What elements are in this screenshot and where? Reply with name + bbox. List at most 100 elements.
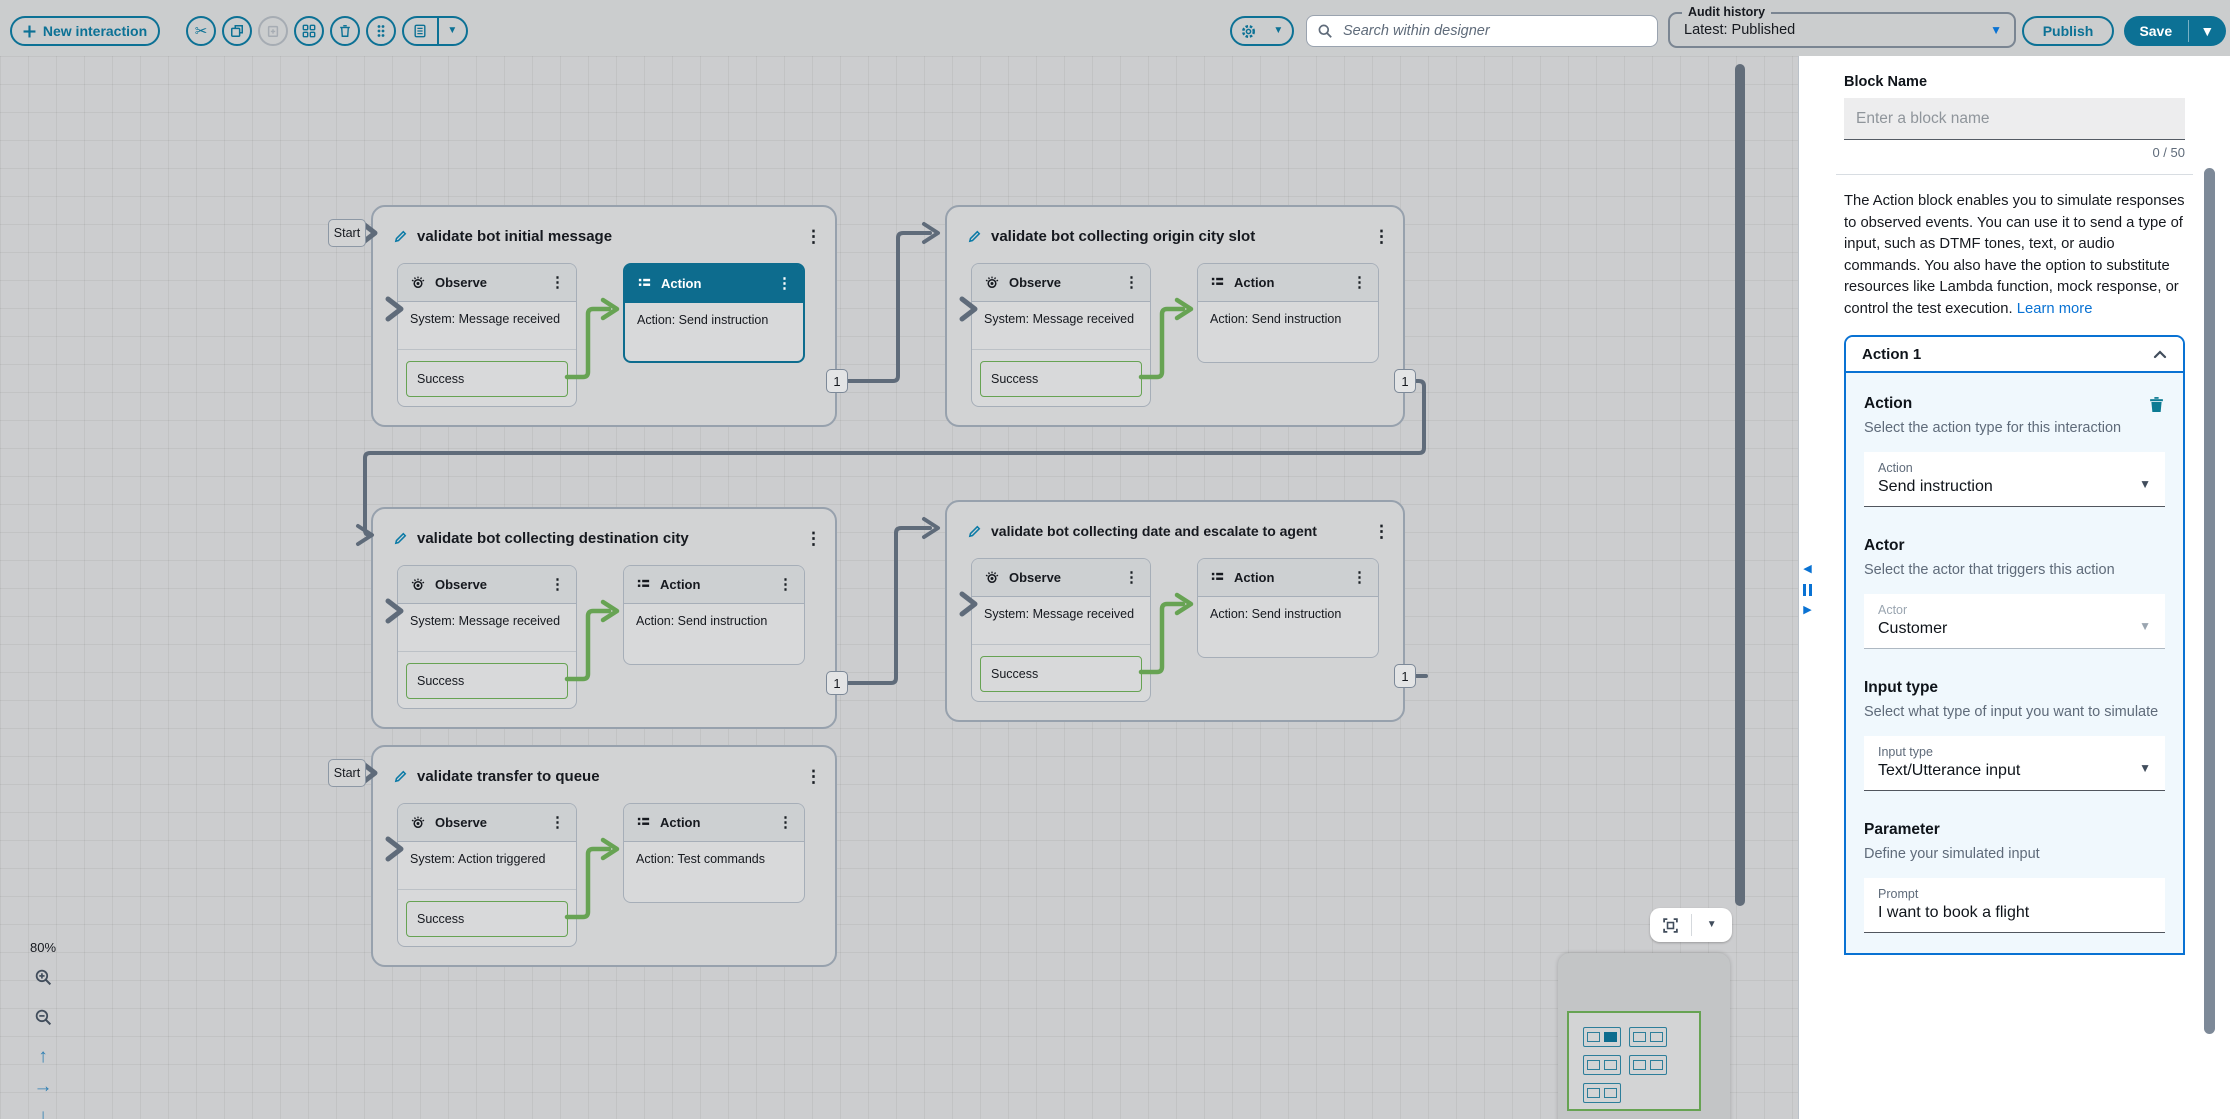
observe-subblock[interactable]: Observe ⋮ System: Message received Succe… (971, 558, 1151, 702)
panel-resize-control[interactable]: ◀ ▶ (1803, 564, 1812, 616)
fit-view-caret-icon[interactable]: ▼ (1706, 919, 1717, 930)
copy-icon (230, 24, 244, 38)
block-title: validate bot collecting destination city (417, 529, 689, 547)
observe-subblock[interactable]: Observe ⋮ System: Action triggered Succe… (397, 803, 577, 947)
publish-button[interactable]: Publish (2022, 16, 2114, 46)
audit-history-value: Latest: Published (1684, 22, 1796, 38)
block-name-input[interactable] (1844, 98, 2185, 140)
block-menu-icon[interactable]: ⋮ (805, 766, 822, 786)
connection-count-badge[interactable]: 1 (826, 671, 848, 695)
observe-subblock[interactable]: Observe ⋮ System: Message received Succe… (397, 263, 577, 407)
observe-subblock[interactable]: Observe ⋮ System: Message received Succe… (397, 565, 577, 709)
action-menu-icon[interactable]: ⋮ (1352, 569, 1367, 586)
edit-icon (967, 229, 982, 244)
collapse-left-icon[interactable]: ◀ (1803, 563, 1812, 575)
designer-search[interactable] (1306, 15, 1658, 47)
parameter-section-title: Parameter (1864, 821, 1940, 838)
minimap-viewport[interactable] (1567, 1011, 1701, 1111)
block-title: validate transfer to queue (417, 767, 600, 785)
zoom-out-button[interactable] (30, 1004, 56, 1030)
block-menu-icon[interactable]: ⋮ (805, 528, 822, 548)
action-menu-icon[interactable]: ⋮ (1352, 274, 1367, 291)
success-branch[interactable]: Success (980, 656, 1142, 692)
save-split-button[interactable]: Save ▼ (2124, 16, 2226, 46)
success-branch[interactable]: Success (406, 361, 568, 397)
interaction-block-initial-message[interactable]: validate bot initial message ⋮ Observe ⋮… (371, 205, 837, 427)
cut-button[interactable]: ✂ (186, 16, 216, 46)
delete-action-icon[interactable] (2148, 396, 2165, 413)
fit-frame-icon[interactable] (1650, 908, 1691, 942)
learn-more-link[interactable]: Learn more (2016, 300, 2093, 317)
observe-menu-icon[interactable]: ⋮ (550, 274, 565, 291)
success-branch[interactable]: Success (980, 361, 1142, 397)
connection-count-badge[interactable]: 1 (826, 369, 848, 393)
search-input[interactable] (1341, 22, 1647, 40)
observe-event: System: Message received (972, 597, 1150, 645)
success-branch[interactable]: Success (406, 901, 568, 937)
copy-button[interactable] (222, 16, 252, 46)
action-subblock[interactable]: Action ⋮ Action: Send instruction (1197, 558, 1379, 658)
interaction-block-destination-city[interactable]: validate bot collecting destination city… (371, 507, 837, 729)
interaction-block-origin-city[interactable]: validate bot collecting origin city slot… (945, 205, 1405, 427)
notes-icon[interactable] (404, 18, 437, 44)
canvas-scrollbar[interactable] (1735, 64, 1745, 906)
eye-icon (410, 577, 426, 593)
parameter-section-subtitle: Define your simulated input (1864, 846, 2040, 862)
action-subblock[interactable]: Action ⋮ Action: Test commands (623, 803, 805, 903)
action-subblock[interactable]: Action ⋮ Action: Send instruction (1197, 263, 1379, 363)
delete-button[interactable] (330, 16, 360, 46)
fit-view-button[interactable]: ▼ (1650, 908, 1732, 942)
gear-icon[interactable] (1232, 18, 1265, 44)
success-branch[interactable]: Success (406, 663, 568, 699)
observe-menu-icon[interactable]: ⋮ (1124, 569, 1139, 586)
interaction-block-date-escalate[interactable]: validate bot collecting date and escalat… (945, 500, 1405, 722)
notes-caret-icon[interactable]: ▼ (447, 25, 458, 36)
new-interaction-button[interactable]: New interaction (10, 16, 160, 46)
drag-handle-button[interactable] (366, 16, 396, 46)
panel-scrollbar[interactable] (2204, 168, 2215, 1034)
connection-count-badge[interactable]: 1 (1394, 664, 1416, 688)
flow-canvas[interactable]: validate bot initial message ⋮ Observe ⋮… (0, 56, 1798, 1119)
block-title: validate bot collecting origin city slot (991, 227, 1256, 245)
pan-up-button[interactable]: ↑ (38, 1046, 48, 1067)
audit-history-select[interactable]: Audit history Latest: Published ▼ (1668, 5, 2016, 48)
settings-dropdown-button[interactable]: ▼ (1230, 16, 1294, 46)
block-menu-icon[interactable]: ⋮ (1373, 226, 1390, 246)
minimap[interactable] (1558, 953, 1730, 1119)
interaction-block-transfer-queue[interactable]: validate transfer to queue ⋮ Observe ⋮ S… (371, 745, 837, 967)
group-blocks-button[interactable] (294, 16, 324, 46)
connection-count-badge[interactable]: 1 (1394, 369, 1416, 393)
resize-handle-icon[interactable] (1803, 584, 1812, 596)
input-type-select[interactable]: Input type Text/Utterance input ▼ (1864, 736, 2165, 791)
action-subblock-selected[interactable]: Action ⋮ Action: Send instruction (623, 263, 805, 363)
observe-menu-icon[interactable]: ⋮ (550, 814, 565, 831)
save-button[interactable]: Save (2139, 23, 2173, 39)
action-menu-icon[interactable]: ⋮ (777, 275, 792, 292)
action-label: Action (660, 577, 701, 592)
actor-select[interactable]: Actor Customer ▼ (1864, 594, 2165, 649)
zoom-in-button[interactable] (30, 964, 56, 990)
observe-subblock[interactable]: Observe ⋮ System: Message received Succe… (971, 263, 1151, 407)
action-menu-icon[interactable]: ⋮ (778, 576, 793, 593)
action-menu-icon[interactable]: ⋮ (778, 814, 793, 831)
pan-down-button[interactable]: ↓ (38, 1106, 48, 1119)
pan-right-button[interactable]: → (33, 1076, 53, 1097)
settings-caret-icon[interactable]: ▼ (1273, 25, 1284, 36)
expand-right-icon[interactable]: ▶ (1803, 604, 1812, 616)
action-1-expander-header[interactable]: Action 1 (1846, 337, 2183, 371)
list-icon (1210, 275, 1225, 290)
field-value: I want to book a flight (1878, 904, 2030, 921)
action-subblock[interactable]: Action ⋮ Action: Send instruction (623, 565, 805, 665)
block-menu-icon[interactable]: ⋮ (1373, 521, 1390, 541)
prompt-input[interactable]: Prompt I want to book a flight (1864, 878, 2165, 933)
save-caret-icon[interactable]: ▼ (2200, 23, 2215, 39)
observe-menu-icon[interactable]: ⋮ (550, 576, 565, 593)
actor-section: Actor Select the actor that triggers thi… (1864, 537, 2165, 649)
observe-label: Observe (1009, 570, 1062, 585)
observe-menu-icon[interactable]: ⋮ (1124, 274, 1139, 291)
block-menu-icon[interactable]: ⋮ (805, 226, 822, 246)
paste-button[interactable] (258, 16, 288, 46)
edit-icon (393, 531, 408, 546)
action-type-select[interactable]: Action Send instruction ▼ (1864, 452, 2165, 507)
notes-split-button[interactable]: ▼ (402, 16, 468, 46)
